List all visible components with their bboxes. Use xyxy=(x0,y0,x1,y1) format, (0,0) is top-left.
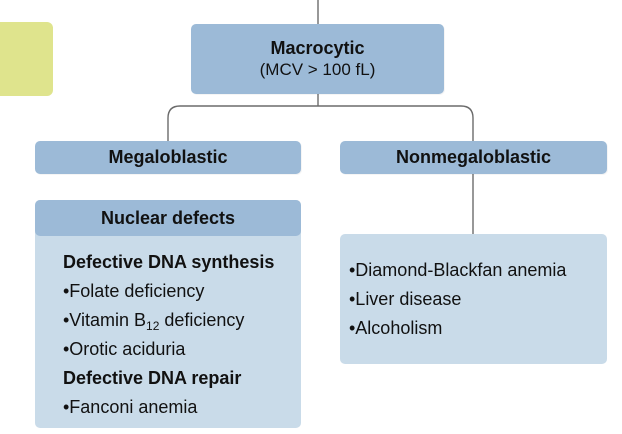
nuclear-defects-list: Defective DNA synthesis •Folate deficien… xyxy=(63,248,299,422)
list-item-alcoholism: •Alcoholism xyxy=(349,318,443,338)
nuclear-defects-panel xyxy=(35,200,301,428)
deficiency-text: deficiency xyxy=(159,310,245,330)
nonmegaloblastic-list: •Diamond-Blackfan anemia •Liver disease … xyxy=(349,256,604,343)
nuclear-defects-header: Nuclear defects xyxy=(35,200,301,236)
list-item-fanconi: •Fanconi anemia xyxy=(63,397,198,417)
connector-branch xyxy=(167,105,474,141)
megaloblastic-node: Megaloblastic xyxy=(35,141,301,174)
dna-repair-heading: Defective DNA repair xyxy=(63,368,242,388)
list-item-liver: •Liver disease xyxy=(349,289,462,309)
macrocytic-criteria: (MCV > 100 fL) xyxy=(259,60,376,79)
dna-synthesis-heading: Defective DNA synthesis xyxy=(63,252,275,272)
nonmegaloblastic-panel xyxy=(340,234,607,364)
b12-subscript: 12 xyxy=(146,319,160,333)
nonmegaloblastic-node: Nonmegaloblastic xyxy=(340,141,607,174)
side-tab-marker xyxy=(0,22,53,96)
vitamin-b-text: •Vitamin B xyxy=(63,310,147,330)
list-item-folate: •Folate deficiency xyxy=(63,281,205,301)
list-item-vitamin-b12: •Vitamin B12 deficiency xyxy=(63,306,299,335)
macrocytic-node: Macrocytic (MCV > 100 fL) xyxy=(191,24,444,94)
list-item-orotic: •Orotic aciduria xyxy=(63,339,186,359)
list-item-diamond-blackfan: •Diamond-Blackfan anemia xyxy=(349,260,567,280)
macrocytic-title: Macrocytic xyxy=(270,38,365,58)
